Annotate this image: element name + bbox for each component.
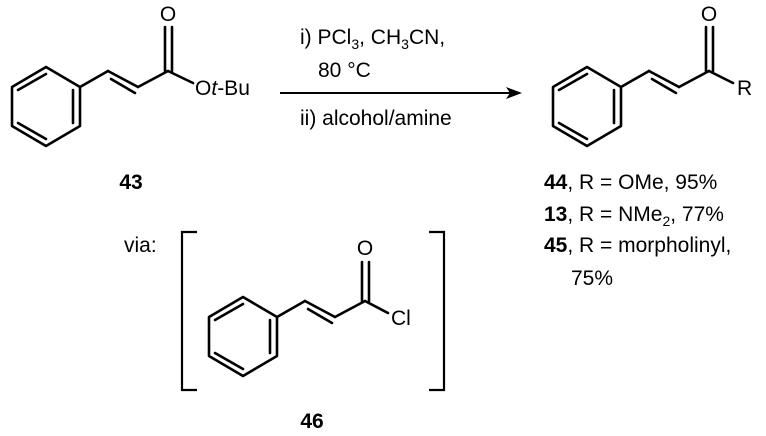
- ring-inner-bond: [16, 121, 48, 141]
- single-bond: [677, 69, 711, 89]
- alkene-bond: [303, 299, 337, 319]
- alkene-inner-bond: [306, 307, 334, 325]
- ester-group-label: Ot-Bu: [195, 77, 250, 100]
- single-bond: [275, 299, 307, 319]
- alkene-inner-bond: [650, 77, 678, 95]
- carbonyl-oxygen-label: O: [701, 3, 717, 26]
- r-group-label: R: [737, 77, 752, 100]
- compound-number-43: 43: [119, 171, 142, 194]
- phenyl-ring: [10, 65, 82, 148]
- ring-inner-bond: [16, 72, 48, 92]
- compound-number-46: 46: [300, 410, 323, 433]
- single-bond: [136, 69, 170, 89]
- product-entry-13: 13, R = NMe2, 77%: [544, 203, 724, 229]
- arrowhead: [506, 87, 522, 99]
- alkene-bond: [106, 69, 140, 89]
- single-bond: [619, 69, 651, 89]
- left-bracket: [180, 230, 197, 392]
- alkene-inner-bond: [109, 77, 137, 95]
- phenyl-ring: [551, 65, 623, 148]
- condition-step-2: ii) alcohol/amine: [300, 107, 452, 130]
- reaction-arrow: [280, 87, 522, 99]
- carbonyl-oxygen-label: O: [357, 237, 373, 260]
- condition-step-1: i) PCl3, CH3CN,: [300, 26, 445, 52]
- ester-bond: [166, 69, 195, 85]
- product-structure: O R: [551, 3, 752, 148]
- condition-temperature: 80 °C: [318, 59, 371, 82]
- ring-inner-bond: [557, 121, 589, 141]
- intermediate-structure: O Cl: [207, 237, 411, 378]
- r-group-bond: [707, 69, 735, 85]
- product-entry-45-continued: 75%: [571, 267, 613, 290]
- single-bond: [333, 299, 367, 319]
- ring-inner-bond: [557, 72, 589, 92]
- phenyl-ring: [207, 295, 279, 378]
- acyl-chloride-bond: [363, 299, 390, 315]
- chlorine-label: Cl: [391, 307, 411, 330]
- starting-material-structure: O Ot-Bu: [10, 3, 250, 148]
- via-label: via:: [124, 234, 157, 257]
- carbonyl-oxygen-label: O: [160, 3, 176, 26]
- product-entry-45: 45, R = morpholinyl,: [544, 234, 731, 257]
- alkene-bond: [647, 69, 681, 89]
- ring-inner-bond: [213, 302, 245, 322]
- product-entry-44: 44, R = OMe, 95%: [544, 171, 717, 194]
- ring-inner-bond: [213, 351, 245, 371]
- single-bond: [78, 69, 110, 89]
- right-bracket: [429, 230, 446, 392]
